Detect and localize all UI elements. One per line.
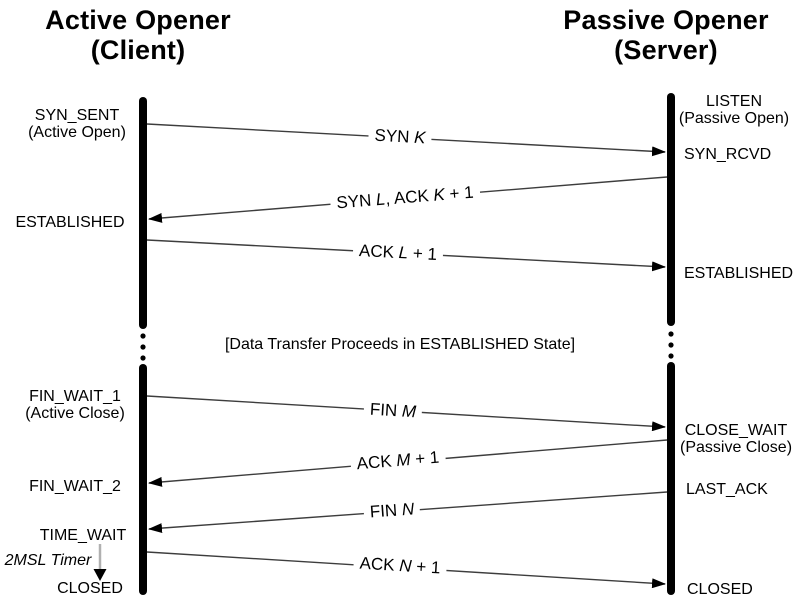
state-close-wait: CLOSE_WAIT (Passive Close) xyxy=(666,422,806,456)
state-fin-wait-1-sub: (Active Close) xyxy=(25,405,125,422)
state-closed-server: CLOSED xyxy=(687,581,753,598)
server-lifeline xyxy=(667,93,675,595)
client-header-line1: Active Opener xyxy=(45,5,231,35)
state-established-client: ESTABLISHED xyxy=(15,214,125,231)
sequence-variable: K xyxy=(413,127,427,148)
state-listen-sub: (Passive Open) xyxy=(678,110,790,127)
state-closed-client: CLOSED xyxy=(57,580,123,597)
sequence-variable: M xyxy=(401,401,417,422)
server-header-line2: (Server) xyxy=(614,35,718,65)
state-last-ack: LAST_ACK xyxy=(686,481,768,498)
message-text: SYN xyxy=(374,125,415,147)
state-close-wait-label: CLOSE_WAIT xyxy=(684,422,788,439)
message-label-fin-m: FIN M xyxy=(363,399,423,423)
message-text: FIN xyxy=(369,399,403,421)
message-text: ACK xyxy=(355,451,398,474)
state-time-wait: TIME_WAIT xyxy=(39,527,127,544)
state-established-server: ESTABLISHED xyxy=(684,265,794,282)
message-text: , ACK xyxy=(384,185,435,209)
client-header: Active Opener (Client) xyxy=(8,5,268,65)
message-text: + 1 xyxy=(409,447,440,469)
state-listen: LISTEN (Passive Open) xyxy=(664,93,804,127)
message-text: + 1 xyxy=(444,182,475,204)
server-header: Passive Opener (Server) xyxy=(536,5,796,65)
message-text: ACK xyxy=(359,553,400,575)
state-close-wait-sub: (Passive Close) xyxy=(679,439,793,456)
timer-label: 2MSL Timer xyxy=(4,552,92,569)
sequence-variable: M xyxy=(395,450,412,471)
message-text: + 1 xyxy=(407,243,438,265)
message-text: SYN xyxy=(335,190,377,213)
timer-arrow-icon xyxy=(93,544,107,581)
message-label-fin-n: FIN N xyxy=(363,499,421,523)
state-fin-wait-1-label: FIN_WAIT_1 xyxy=(29,388,121,405)
server-header-line1: Passive Opener xyxy=(563,5,769,35)
state-fin-wait-1: FIN_WAIT_1 (Active Close) xyxy=(0,388,150,422)
message-text: + 1 xyxy=(410,556,441,578)
state-syn-rcvd: SYN_RCVD xyxy=(684,146,772,163)
state-fin-wait-2: FIN_WAIT_2 xyxy=(29,478,121,495)
message-label-syn-k: SYN K xyxy=(367,125,433,149)
sequence-variable: N xyxy=(401,499,415,520)
state-syn-sent-sub: (Active Open) xyxy=(28,124,126,141)
client-header-line2: (Client) xyxy=(90,35,186,65)
state-syn-sent-label: SYN_SENT xyxy=(34,107,120,124)
client-lifeline xyxy=(139,97,147,595)
state-syn-sent: SYN_SENT (Active Open) xyxy=(0,107,154,141)
message-text: FIN xyxy=(369,500,403,522)
message-text: ACK xyxy=(358,240,400,263)
state-listen-label: LISTEN xyxy=(705,93,762,110)
data-transfer-note: [Data Transfer Proceeds in ESTABLISHED S… xyxy=(224,336,576,353)
